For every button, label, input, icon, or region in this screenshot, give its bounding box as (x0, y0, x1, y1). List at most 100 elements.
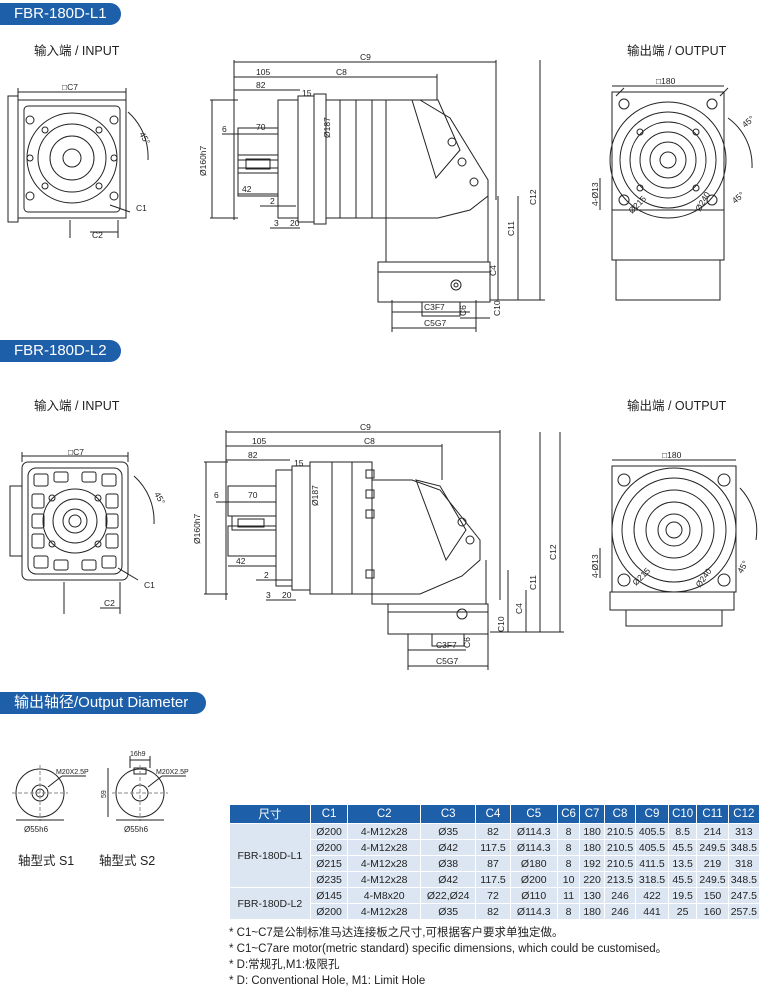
table-cell: Ø42 (420, 871, 477, 888)
col-header: C5 (509, 804, 558, 824)
dim-l2-45: 45° (152, 490, 167, 506)
table-cell: 219 (696, 855, 729, 872)
table-cell: 220 (579, 871, 605, 888)
dim-l1-c5g7: C5G7 (424, 318, 446, 328)
table-cell: Ø200 (309, 823, 349, 840)
table-cell: 313 (727, 823, 760, 840)
dim-l2-out-45: 45° (735, 559, 750, 575)
dim-l2-c10: C10 (496, 616, 506, 632)
dim-l1-c2: C2 (92, 230, 103, 240)
dim-l1-6: 6 (222, 124, 227, 134)
dim-l2-c5g7: C5G7 (436, 656, 458, 666)
table-cell: 72 (475, 887, 511, 904)
dim-l1-c1: C1 (136, 203, 147, 213)
shaft-s1-thread: M20X2.5P (56, 769, 89, 776)
table-cell: 25 (667, 903, 698, 920)
col-header: C4 (475, 804, 511, 824)
shaft-s2-59: 59 (101, 790, 108, 798)
col-header: C11 (696, 804, 729, 824)
dim-l1-out-45b: 45° (730, 190, 746, 206)
l2-output-view (599, 459, 758, 627)
dim-l1-phi215: Ø215 (626, 193, 648, 215)
table-cell: Ø114.3 (509, 839, 558, 856)
col-header: C9 (635, 804, 669, 824)
dim-l2-70: 70 (248, 490, 258, 500)
dim-l1-c180: □180 (656, 76, 676, 86)
table-cell: 246 (603, 903, 637, 920)
dim-l1-20: 20 (290, 218, 300, 228)
dim-l2-20: 20 (282, 590, 292, 600)
table-cell: Ø200 (509, 871, 558, 888)
dim-l2-c12: C12 (548, 544, 558, 560)
table-cell: 348.5 (727, 871, 760, 888)
spec-table: 尺寸 C1 C2 C3 C4 C5 C6 C7 C8 C9 C10 C11 C1… (229, 804, 760, 920)
dim-l2-105: 105 (252, 436, 266, 446)
table-cell: 82 (475, 823, 511, 840)
table-cell: 4-M12x28 (347, 855, 422, 872)
dim-l2-6: 6 (214, 490, 219, 500)
col-header: C3 (420, 804, 477, 824)
col-header: C2 (347, 804, 422, 824)
table-cell: Ø180 (509, 855, 558, 872)
note-line: * C1~C7是公制标准马达连接板之尺寸,可根据客户要求单独定做。 (229, 927, 564, 939)
col-header: C10 (667, 804, 698, 824)
table-cell: 87 (475, 855, 511, 872)
dim-l2-c4: C4 (514, 603, 524, 614)
dim-l2-phi215: Ø215 (630, 565, 652, 587)
note-line: * D:常规孔,M1:极限孔 (229, 959, 340, 971)
dim-l2-c8: C8 (364, 436, 375, 446)
table-cell: 13.5 (667, 855, 698, 872)
table-cell: 8 (556, 839, 581, 856)
table-cell: Ø42 (420, 839, 477, 856)
shaft-s2-label: 轴型式 S2 (99, 854, 156, 868)
dim-l1-c8: C8 (336, 67, 347, 77)
section-banner-shaft: 输出轴径/Output Diameter (0, 692, 207, 714)
dim-l2-phi240: Ø240 (693, 566, 713, 589)
shaft-s2-phi55: Ø55h6 (124, 825, 149, 834)
note-line: * C1~C7are motor(metric standard) specif… (229, 943, 668, 955)
l1-output-view (599, 85, 753, 301)
l2-side-view (204, 430, 564, 670)
table-cell: 411.5 (635, 855, 669, 872)
table-cell: 348.5 (727, 839, 760, 856)
dim-l2-c9: C9 (360, 422, 371, 432)
table-cell: Ø35 (420, 903, 477, 920)
table-cell: 318 (727, 855, 760, 872)
dim-l1-c3f7: C3F7 (424, 302, 445, 312)
table-cell: 405.5 (635, 839, 669, 856)
col-header: C1 (309, 804, 349, 824)
table-cell: 249.5 (696, 839, 729, 856)
shaft-s2-thread: M20X2.5P (156, 769, 189, 776)
l2-input-view (9, 452, 155, 614)
dim-l2-c2: C2 (104, 598, 115, 608)
col-header: C7 (579, 804, 605, 824)
table-cell: Ø114.3 (509, 903, 558, 920)
col-header: 尺寸 (229, 804, 311, 824)
table-cell: 210.5 (603, 855, 637, 872)
table-cell: 8.5 (667, 823, 698, 840)
notes: * C1~C7是公制标准马达连接板之尺寸,可根据客户要求单独定做。 * C1~C… (229, 925, 667, 989)
section-banner-l2: FBR-180D-L2 (0, 340, 121, 362)
table-cell: 4-M8x20 (347, 887, 422, 904)
table-cell: 441 (635, 903, 669, 920)
table-cell: 130 (579, 887, 605, 904)
table-cell: 249.5 (696, 871, 729, 888)
shaft-s1-label: 轴型式 S1 (18, 854, 75, 868)
input-label-l1: 输入端 / INPUT (34, 44, 120, 58)
input-label-l2: 输入端 / INPUT (34, 399, 120, 413)
dim-l2-82: 82 (248, 450, 258, 460)
table-cell: 180 (579, 823, 605, 840)
output-label-l2: 输出端 / OUTPUT (627, 399, 727, 413)
table-cell: Ø235 (309, 871, 349, 888)
table-cell: Ø38 (420, 855, 477, 872)
table-cell: 180 (579, 903, 605, 920)
table-cell: 150 (696, 887, 729, 904)
dim-l2-phi160: Ø160h7 (192, 513, 202, 544)
shaft-s1-phi55: Ø55h6 (24, 825, 49, 834)
dim-l2-c6: C6 (462, 637, 472, 648)
